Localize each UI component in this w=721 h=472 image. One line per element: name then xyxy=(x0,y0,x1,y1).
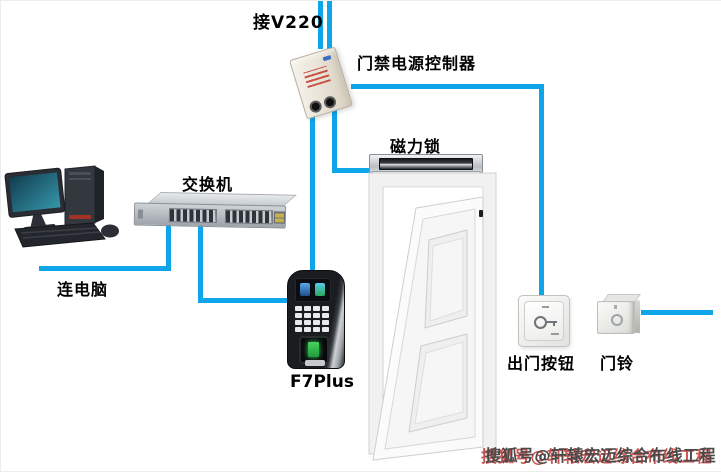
wire-power-to-maglock-vertical xyxy=(332,105,337,173)
doorbell-illustration xyxy=(597,294,642,337)
power-controller-jack xyxy=(308,99,324,115)
power-controller-logo xyxy=(322,55,332,62)
doorbell-led xyxy=(614,305,617,309)
monitor xyxy=(4,167,66,232)
magnetic-lock-slot xyxy=(379,158,473,170)
fingerprint-sensor-glow xyxy=(308,342,319,357)
wire-switch-to-computer-horizontal xyxy=(39,266,171,271)
watermark: 搜狐号@轩辕宏迈综合布线工程 xyxy=(484,446,716,465)
mouse xyxy=(101,224,119,238)
switch-front-face xyxy=(133,202,287,229)
watermark-shadow: 搜狐号@轩辕宏迈综合布线工程 xyxy=(480,447,712,466)
exit-button-plate xyxy=(524,301,564,341)
computer-label: 连电脑 xyxy=(57,280,109,299)
doorbell-body xyxy=(597,301,635,334)
doorbell-button xyxy=(611,314,623,326)
exit-button-illustration xyxy=(518,295,570,347)
exit-button-label: 出门按钮 xyxy=(507,354,576,373)
switch-label: 交换机 xyxy=(182,175,234,194)
power-controller-red-text xyxy=(303,65,331,89)
reader-label: F7Plus xyxy=(290,372,354,392)
switch-uplink-ports xyxy=(273,211,286,224)
power-input-label: 接V220 xyxy=(253,13,324,33)
network-switch-illustration xyxy=(133,189,297,236)
reader-screen xyxy=(295,278,331,302)
door-illustration xyxy=(368,172,497,461)
magnetic-lock-body xyxy=(369,154,483,173)
power-controller-body xyxy=(288,46,354,120)
exit-button-mark xyxy=(542,306,549,308)
wire-v220-b xyxy=(327,1,332,49)
power-controller-illustration xyxy=(285,43,357,123)
maglock-label: 磁力锁 xyxy=(390,137,442,156)
wire-power-to-reader xyxy=(310,109,315,271)
power-controller-label: 门禁电源控制器 xyxy=(357,54,477,73)
switch-port-bank-left xyxy=(168,208,218,224)
wire-switch-to-reader-horizontal xyxy=(198,298,288,303)
wire-power-to-exit-horizontal xyxy=(351,84,544,89)
fingerprint-reader-illustration xyxy=(287,270,345,369)
wire-switch-to-computer-vertical xyxy=(166,223,171,271)
wire-power-to-maglock-horizontal xyxy=(332,168,378,173)
reader-screen-icon xyxy=(300,283,310,296)
key-icon-tooth xyxy=(553,323,555,326)
wire-v220-a xyxy=(318,1,323,49)
doorbell-label: 门铃 xyxy=(600,354,635,373)
wire-power-to-exit-vertical xyxy=(539,84,544,295)
door-lock-detail xyxy=(479,210,483,217)
reader-keypad xyxy=(295,306,329,332)
reader-logo xyxy=(305,360,325,366)
power-controller-jack xyxy=(322,94,338,110)
tower xyxy=(64,165,104,228)
key-icon-stem xyxy=(545,321,557,323)
switch-port-bank-right xyxy=(224,209,274,225)
reader-screen-icon xyxy=(315,283,325,296)
exit-button-mark xyxy=(551,333,559,335)
wire-doorbell xyxy=(641,310,713,315)
desktop-computer-illustration xyxy=(4,165,119,248)
wire-switch-to-reader-vertical xyxy=(198,223,203,301)
switch-latch xyxy=(137,209,144,219)
